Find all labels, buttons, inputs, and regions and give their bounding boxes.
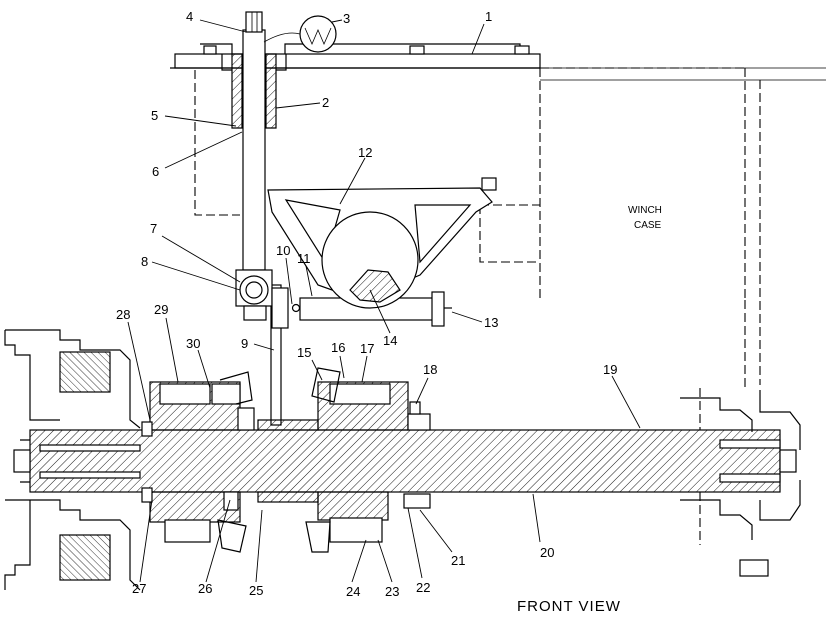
callout-2: 2: [322, 95, 329, 110]
top-plate: [170, 43, 541, 69]
callout-6: 6: [152, 164, 159, 179]
callout-3: 3: [343, 11, 350, 26]
callout-13: 13: [484, 315, 498, 330]
callout-leaders: [127, 19, 641, 583]
linkage-block: [235, 269, 452, 329]
left-end-housing: [4, 329, 141, 591]
callout-9: 9: [241, 336, 248, 351]
case-label: WINCH CASE: [628, 205, 662, 231]
callouts: 1 2 3 4 5 6 7 8 9 10 11 12 13 14 15 16 1…: [116, 9, 617, 599]
callout-11: 11: [297, 251, 311, 266]
shaft-bracket: [221, 53, 287, 129]
callout-24: 24: [346, 584, 360, 599]
callout-23: 23: [385, 584, 399, 599]
callout-19: 19: [603, 362, 617, 377]
callout-4: 4: [186, 9, 193, 24]
callout-20: 20: [540, 545, 554, 560]
callout-29: 29: [154, 302, 168, 317]
callout-12: 12: [358, 145, 372, 160]
winch-case-outline: [194, 67, 826, 390]
right-end-housing: [680, 388, 801, 577]
callout-10: 10: [276, 243, 290, 258]
callout-30: 30: [186, 336, 200, 351]
callout-17: 17: [360, 341, 374, 356]
case-label-line1: WINCH: [628, 205, 662, 216]
case-label-line2: CASE: [634, 220, 662, 231]
sensor-3: [263, 15, 337, 53]
callout-7: 7: [150, 221, 157, 236]
callout-8: 8: [141, 254, 148, 269]
callout-22: 22: [416, 580, 430, 595]
callout-18: 18: [423, 362, 437, 377]
callout-5: 5: [151, 108, 158, 123]
callout-28: 28: [116, 307, 130, 322]
centre-bearing-cluster: [257, 367, 431, 553]
follower-arm: [267, 177, 497, 309]
main-shaft: [13, 429, 797, 493]
callout-15: 15: [297, 345, 311, 360]
callout-14: 14: [383, 333, 397, 348]
callout-25: 25: [249, 583, 263, 598]
callout-1: 1: [485, 9, 492, 24]
vertical-shaft: [242, 11, 282, 426]
callout-26: 26: [198, 581, 212, 596]
callout-21: 21: [451, 553, 465, 568]
callout-16: 16: [331, 340, 345, 355]
callout-27: 27: [132, 581, 146, 596]
view-title: FRONT VIEW: [517, 598, 621, 615]
